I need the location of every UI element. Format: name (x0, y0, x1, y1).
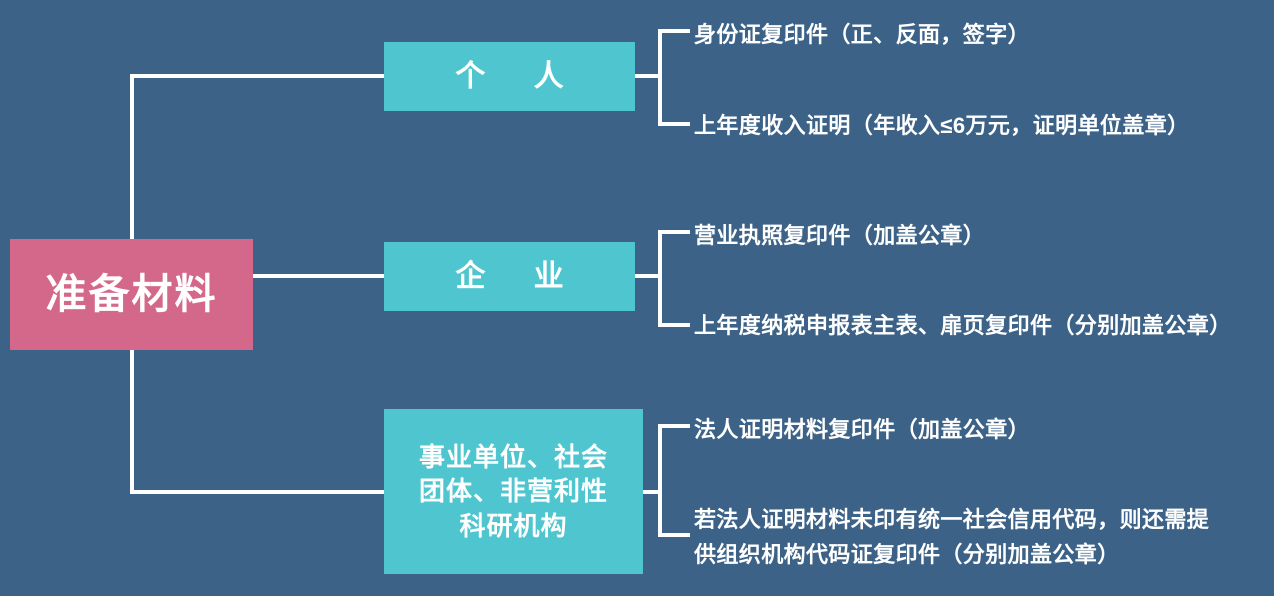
leaf-item: 上年度收入证明（年收入≤6万元，证明单位盖章） (694, 113, 1190, 138)
branch-node-enterprise[interactable]: 企 业 (384, 242, 635, 311)
trunk-stub-middle (253, 274, 388, 278)
leaf-item: 法人证明材料复印件（加盖公章） (694, 417, 1031, 442)
root-node[interactable]: 准备材料 (10, 239, 253, 350)
bracket-stem-enterprise (635, 274, 662, 278)
bracket-spine-enterprise (658, 230, 662, 327)
branch-node-label: 个 人 (455, 59, 584, 93)
root-node-label: 准备材料 (45, 270, 218, 317)
bracket-arm-individual-1 (658, 122, 690, 126)
bracket-arm-institution-0 (658, 424, 690, 428)
bracket-spine-institution (658, 424, 662, 537)
branch-node-label: 企 业 (455, 259, 584, 293)
trunk-stub-bottom (130, 490, 388, 494)
bracket-arm-enterprise-0 (658, 230, 690, 234)
leaf-item: 身份证复印件（正、反面，签字） (694, 22, 1031, 47)
leaf-item: 上年度纳税申报表主表、扉页复印件（分别加盖公章） (694, 313, 1232, 338)
leaf-item: 营业执照复印件（加盖公章） (694, 223, 986, 248)
trunk-root-connector (130, 74, 134, 242)
branch-node-institution[interactable]: 事业单位、社会 团体、非营利性 科研机构 (384, 409, 643, 574)
bracket-stem-individual (635, 74, 662, 78)
leaf-item: 若法人证明材料未印有统一社会信用代码，则还需提 供组织机构代码证复印件（分别加盖… (694, 507, 1210, 568)
bracket-arm-institution-1 (658, 533, 690, 537)
bracket-arm-individual-0 (658, 29, 690, 33)
branch-node-label: 事业单位、社会 团体、非营利性 科研机构 (418, 442, 608, 541)
bracket-stem-institution (643, 490, 662, 494)
bracket-arm-enterprise-1 (658, 323, 690, 327)
bracket-spine-individual (658, 29, 662, 126)
trunk-stub-top (130, 74, 388, 78)
branch-node-individual[interactable]: 个 人 (384, 42, 635, 111)
